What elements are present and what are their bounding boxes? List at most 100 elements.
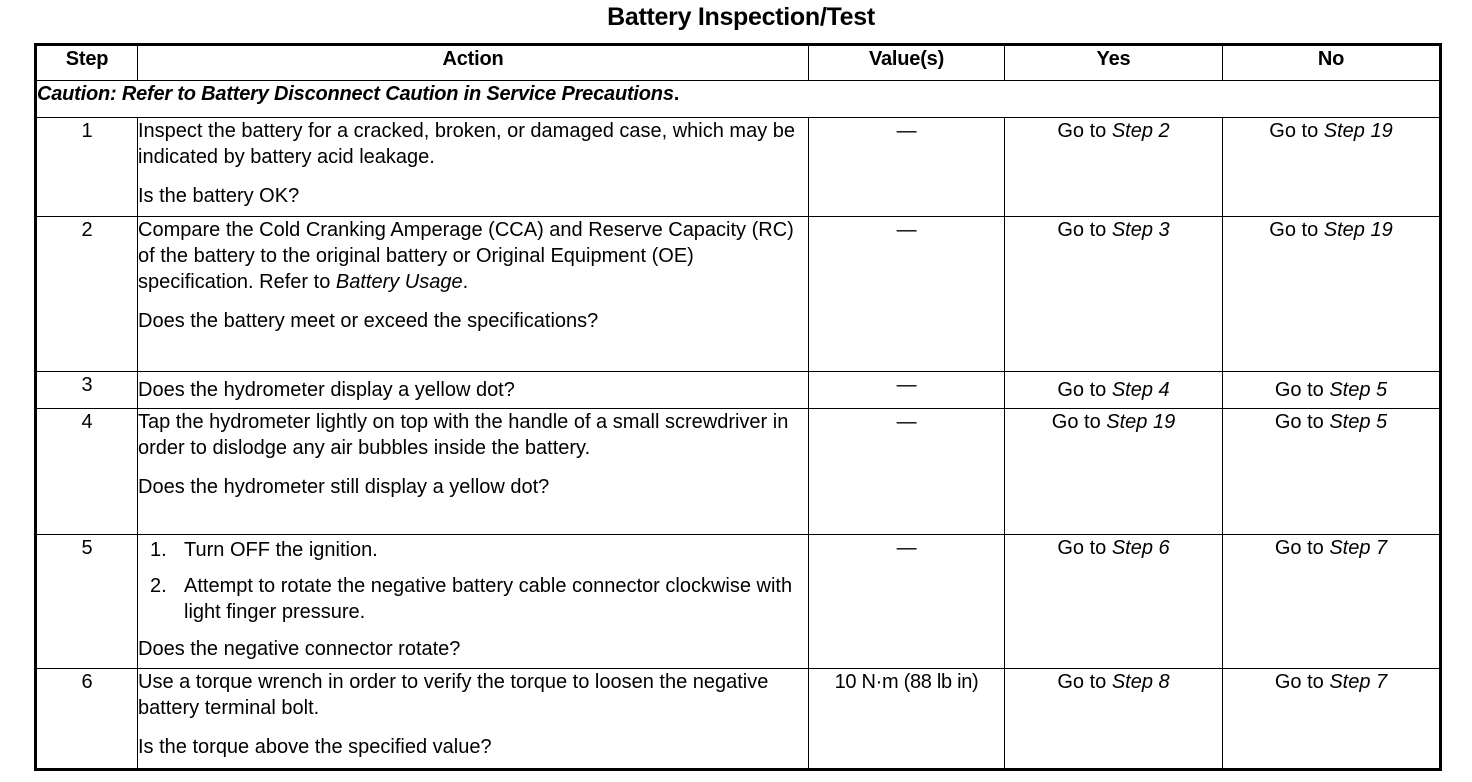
- action-question: Is the battery OK?: [138, 185, 300, 207]
- substep-number: 2.: [150, 575, 167, 597]
- yes-branch-cell: Go to Step 3: [1004, 216, 1223, 372]
- step-number: 6: [35, 668, 138, 770]
- value-cell: —: [808, 216, 1005, 372]
- value-cell: —: [808, 371, 1005, 409]
- no-prefix: Go to: [1274, 537, 1330, 559]
- header-row: Step Action Value(s) Yes No: [35, 44, 1441, 81]
- yes-prefix: Go to: [1051, 411, 1107, 433]
- action-text-italic-reference: Battery Usage: [335, 271, 463, 293]
- action-text: Use a torque wrench in order to verify t…: [138, 671, 769, 719]
- value-text: —: [896, 219, 917, 241]
- yes-step-reference: Step 8: [1111, 671, 1170, 693]
- no-step-reference: Step 7: [1329, 671, 1388, 693]
- action-cell: Compare the Cold Cranking Amperage (CCA)…: [137, 216, 809, 372]
- no-prefix: Go to: [1274, 411, 1330, 433]
- yes-step-reference: Step 4: [1111, 379, 1170, 401]
- yes-step-reference: Step 19: [1106, 411, 1176, 433]
- action-cell: Inspect the battery for a cracked, broke…: [137, 117, 809, 217]
- value-text: —: [896, 411, 917, 433]
- substep-number: 1.: [150, 539, 167, 561]
- no-step-reference: Step 19: [1323, 120, 1393, 142]
- action-substep-list: 1. Turn OFF the ignition. 2. Attempt to ro…: [138, 537, 808, 625]
- value-text: —: [896, 120, 917, 142]
- page-title: Battery Inspection/Test: [607, 3, 875, 31]
- column-header-no: No: [1222, 44, 1441, 81]
- action-question: Does the negative connector rotate?: [138, 638, 461, 660]
- table-header: Step Action Value(s) Yes No: [35, 44, 1441, 81]
- value-text: —: [896, 374, 917, 396]
- caution-text: Caution: Refer to Battery Disconnect Cau…: [37, 83, 674, 105]
- column-header-yes: Yes: [1004, 44, 1223, 81]
- table-row: 3 Does the hydrometer display a yellow d…: [35, 371, 1441, 409]
- yes-branch-cell: Go to Step 19: [1004, 408, 1223, 535]
- column-header-step: Step: [35, 44, 138, 81]
- yes-branch-cell: Go to Step 6: [1004, 534, 1223, 669]
- substep-text: Attempt to rotate the negative battery c…: [184, 575, 793, 623]
- column-header-action: Action: [137, 44, 809, 81]
- table-row: 6 Use a torque wrench in order to verify…: [35, 668, 1441, 770]
- yes-prefix: Go to: [1057, 379, 1112, 401]
- no-branch-cell: Go to Step 5: [1222, 371, 1441, 409]
- value-text: —: [896, 537, 917, 559]
- yes-branch-cell: Go to Step 2: [1004, 117, 1223, 217]
- no-step-reference: Step 19: [1323, 219, 1393, 241]
- yes-step-reference: Step 2: [1111, 120, 1170, 142]
- no-branch-cell: Go to Step 19: [1222, 117, 1441, 217]
- action-text: Compare the Cold Cranking Amperage (CCA)…: [138, 217, 808, 295]
- no-prefix: Go to: [1269, 219, 1324, 241]
- table-row: 1 Inspect the battery for a cracked, bro…: [35, 117, 1441, 217]
- yes-branch-cell: Go to Step 8: [1004, 668, 1223, 770]
- action-question: Is the torque above the specified value?: [138, 736, 492, 758]
- action-text-main: Compare the Cold Cranking Amperage (CCA)…: [138, 219, 794, 293]
- step-number: 3: [35, 371, 138, 409]
- yes-step-reference: Step 6: [1111, 537, 1170, 559]
- list-item: 2. Attempt to rotate the negative battery…: [138, 573, 808, 625]
- action-text: Tap the hydrometer lightly on top with t…: [138, 411, 789, 459]
- step-number: 1: [35, 117, 138, 217]
- no-prefix: Go to: [1274, 671, 1330, 693]
- action-cell: Does the hydrometer display a yellow dot…: [137, 371, 809, 409]
- yes-prefix: Go to: [1057, 219, 1112, 241]
- value-cell: —: [808, 117, 1005, 217]
- action-cell: 1. Turn OFF the ignition. 2. Attempt to ro…: [137, 534, 809, 669]
- action-question: Does the hydrometer still display a yell…: [138, 476, 550, 498]
- no-branch-cell: Go to Step 5: [1222, 408, 1441, 535]
- diagnostic-table-wrapper: Step Action Value(s) Yes No Caution: Ref…: [34, 43, 1442, 771]
- step-number: 4: [35, 408, 138, 535]
- value-cell: —: [808, 534, 1005, 669]
- yes-prefix: Go to: [1057, 537, 1112, 559]
- substep-text: Turn OFF the ignition.: [184, 539, 378, 561]
- table-row: 2 Compare the Cold Cranking Amperage (CC…: [35, 216, 1441, 372]
- table-row: 5 1. Turn OFF the ignition. 2. Attempt to …: [35, 534, 1441, 669]
- value-cell: —: [808, 408, 1005, 535]
- battery-inspection-table: Step Action Value(s) Yes No Caution: Ref…: [34, 43, 1442, 771]
- caution-cell: Caution: Refer to Battery Disconnect Cau…: [35, 80, 1441, 118]
- value-cell: 10 N·m (88 lb in): [808, 668, 1005, 770]
- no-prefix: Go to: [1274, 379, 1330, 401]
- caution-row: Caution: Refer to Battery Disconnect Cau…: [35, 80, 1441, 118]
- no-branch-cell: Go to Step 7: [1222, 534, 1441, 669]
- caution-period: .: [673, 83, 680, 105]
- action-text: Inspect the battery for a cracked, broke…: [138, 120, 796, 168]
- no-step-reference: Step 7: [1329, 537, 1388, 559]
- action-cell: Tap the hydrometer lightly on top with t…: [137, 408, 809, 535]
- step-number: 2: [35, 216, 138, 372]
- action-cell: Use a torque wrench in order to verify t…: [137, 668, 809, 770]
- yes-step-reference: Step 3: [1111, 219, 1170, 241]
- no-step-reference: Step 5: [1329, 411, 1388, 433]
- table-row: 4 Tap the hydrometer lightly on top with…: [35, 408, 1441, 535]
- step-number: 5: [35, 534, 138, 669]
- table-body: Caution: Refer to Battery Disconnect Cau…: [35, 80, 1441, 770]
- no-prefix: Go to: [1269, 120, 1324, 142]
- column-header-value: Value(s): [808, 44, 1005, 81]
- yes-prefix: Go to: [1057, 120, 1112, 142]
- yes-prefix: Go to: [1057, 671, 1112, 693]
- no-step-reference: Step 5: [1329, 379, 1388, 401]
- value-text: 10 N·m (88 lb in): [834, 671, 979, 693]
- list-item: 1. Turn OFF the ignition.: [138, 537, 808, 563]
- action-text-tail: .: [462, 271, 469, 293]
- yes-branch-cell: Go to Step 4: [1004, 371, 1223, 409]
- action-question: Does the battery meet or exceed the spec…: [138, 310, 599, 332]
- action-question: Does the hydrometer display a yellow dot…: [138, 379, 515, 401]
